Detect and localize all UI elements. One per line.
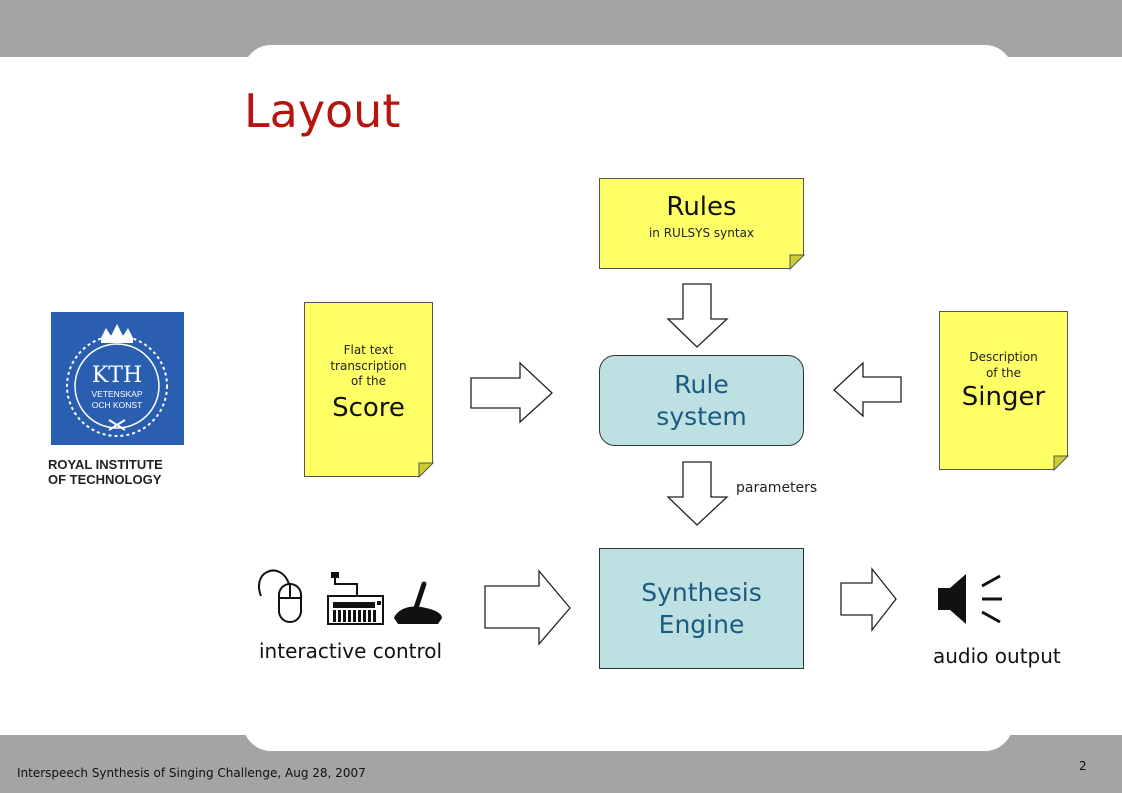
synthesis-engine-box: Synthesis Engine <box>599 548 804 669</box>
singer-note: Description of the Singer <box>939 311 1068 470</box>
joystick-icon <box>394 581 442 624</box>
audio-output-label: audio output <box>933 644 1061 668</box>
arrow-rule-system-to-engine <box>666 461 729 526</box>
rules-note-subtitle: in RULSYS syntax <box>648 225 755 240</box>
kth-caption-line1: ROYAL INSTITUTE <box>48 457 163 472</box>
rules-note-title: Rules <box>666 192 737 222</box>
arrow-rules-to-rule-system <box>666 283 729 348</box>
keyboard-icon <box>327 572 384 625</box>
interactive-control-label: interactive control <box>259 639 443 663</box>
arrow-score-to-rule-system <box>470 361 553 424</box>
rule-system-line1: Rule <box>674 370 729 400</box>
score-note-line3: of the <box>350 374 387 389</box>
parameters-label: parameters <box>736 480 818 496</box>
score-note: Flat text transcription of the Score <box>304 302 433 477</box>
kth-caption-line2: OF TECHNOLOGY <box>48 471 162 487</box>
arrow-engine-to-audio <box>840 567 897 632</box>
rules-note: Rules in RULSYS syntax <box>599 178 804 269</box>
svg-text:KTH: KTH <box>92 363 142 388</box>
rule-system-line2: system <box>656 401 747 431</box>
score-note-line2: transcription <box>330 358 407 373</box>
score-note-line1: Flat text <box>343 343 394 357</box>
svg-text:VETENSKAP: VETENSKAP <box>91 389 142 399</box>
synthesis-engine-line1: Synthesis <box>641 578 762 608</box>
rule-system-box: Rule system <box>599 355 804 446</box>
speaker-icon <box>938 574 1002 624</box>
score-note-title: Score <box>332 392 405 423</box>
arrow-control-to-engine <box>484 569 571 646</box>
arrow-singer-to-rule-system <box>833 361 902 418</box>
singer-note-line1: Description <box>969 350 1038 364</box>
singer-note-title: Singer <box>961 382 1046 413</box>
page-number: 2 <box>1079 759 1087 773</box>
kth-caption: ROYAL INSTITUTE OF TECHNOLOGY <box>48 457 188 488</box>
footer-text: Interspeech Synthesis of Singing Challen… <box>17 766 366 780</box>
mouse-icon <box>258 569 302 623</box>
synthesis-engine-line2: Engine <box>658 609 745 639</box>
kth-emblem-icon: KTH VETENSKAP OCH KONST <box>66 324 168 437</box>
svg-text:OCH KONST: OCH KONST <box>92 400 143 410</box>
singer-note-line2: of the <box>985 365 1022 380</box>
slide-title: Layout <box>244 84 401 138</box>
kth-logo: KTH VETENSKAP OCH KONST <box>51 312 184 445</box>
